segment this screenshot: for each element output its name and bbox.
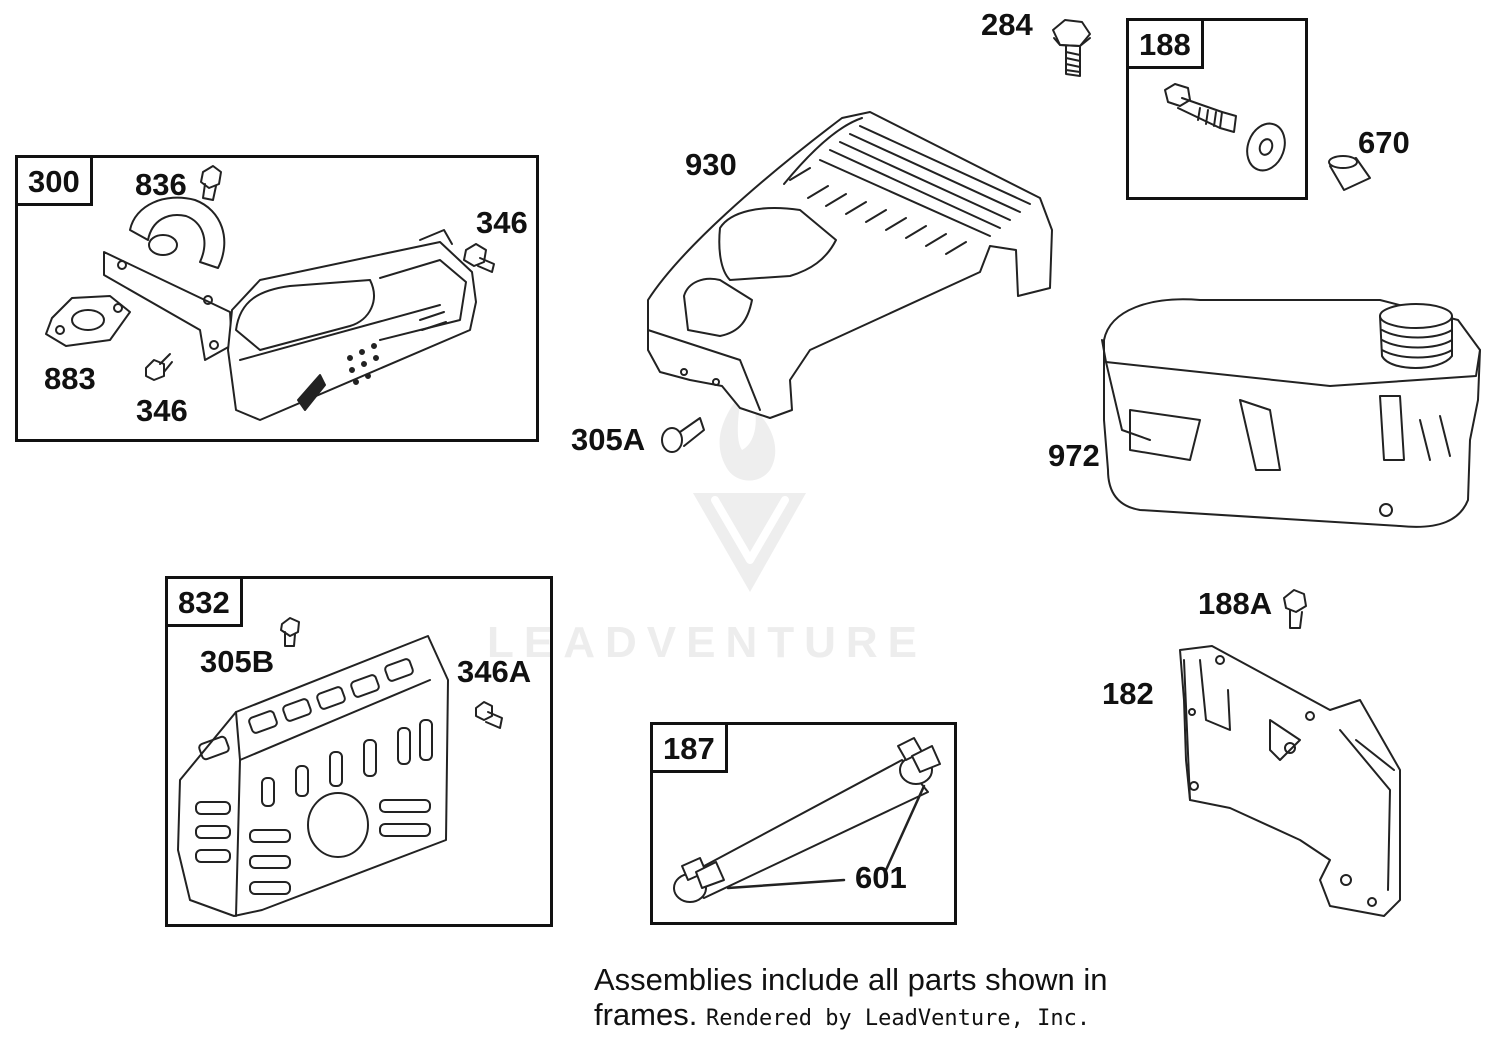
frame-187-label: 187 [653, 725, 728, 773]
screw-305A-drawing [661, 417, 705, 453]
bolt-346-upper-drawing [463, 243, 495, 273]
frame-832-label: 832 [168, 579, 243, 627]
part-label-284: 284 [981, 7, 1033, 42]
watermark-text: LEADVENTURE [487, 618, 928, 667]
frame-188: 188 [1126, 18, 1308, 200]
part-label-346-lower: 346 [136, 393, 188, 428]
part-label-182: 182 [1102, 676, 1154, 711]
blower-housing-930-drawing [647, 111, 1053, 419]
frame-300-label: 300 [18, 158, 93, 206]
footer-note: Assemblies include all parts shown in fr… [594, 962, 1194, 1036]
bolt-346A-drawing [475, 701, 503, 729]
render-credit: Rendered by LeadVenture, Inc. [705, 1006, 1091, 1031]
part-label-188A: 188A [1198, 586, 1273, 621]
spacer-670-drawing [1328, 155, 1371, 191]
screw-305B-drawing [280, 617, 300, 647]
frame-188-label: 188 [1129, 21, 1204, 69]
part-label-930: 930 [685, 147, 737, 182]
bolt-188-drawing [1164, 83, 1286, 172]
assemblies-note: Assemblies include all parts shown in fr… [594, 962, 1108, 1032]
bolt-836-drawing [200, 165, 222, 201]
part-label-836: 836 [135, 167, 187, 202]
bolt-188A-drawing [1283, 589, 1307, 629]
part-label-346A: 346A [457, 654, 532, 689]
fuel-line-187-drawing [673, 737, 941, 903]
muffler-drawing [103, 196, 477, 421]
part-label-601: 601 [855, 860, 907, 895]
fuel-tank-972-drawing [1101, 298, 1481, 528]
bolt-346-lower-drawing [145, 353, 173, 381]
part-label-305B: 305B [200, 644, 275, 679]
heat-shield-832-drawing [177, 635, 449, 917]
frame-187: 187 [650, 722, 957, 925]
part-label-972: 972 [1048, 438, 1100, 473]
bracket-182-drawing [1179, 645, 1401, 917]
frame-832: 832 [165, 576, 553, 927]
part-label-670: 670 [1358, 125, 1410, 160]
watermark-logo-cut [711, 496, 789, 564]
frame-300: 300 [15, 155, 539, 442]
part-label-883: 883 [44, 361, 96, 396]
bolt-284-drawing [1052, 19, 1091, 77]
part-label-305A: 305A [571, 422, 646, 457]
part-label-346-upper: 346 [476, 205, 528, 240]
gasket-883-drawing [45, 295, 131, 347]
